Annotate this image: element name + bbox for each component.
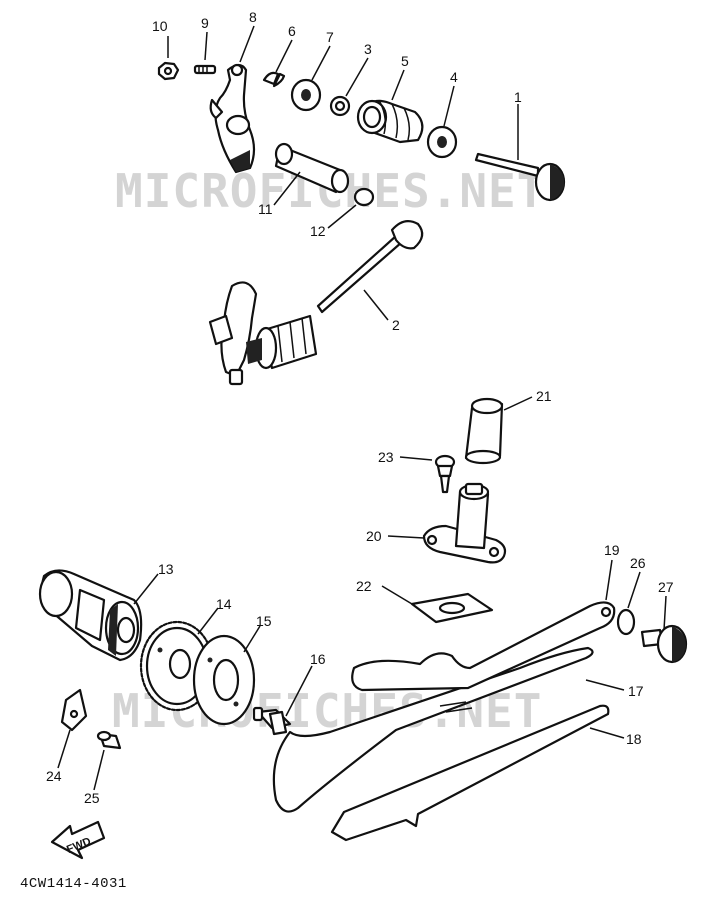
- part-22-gasket: [410, 592, 494, 624]
- callout-1: 1: [514, 89, 522, 105]
- callout-7: 7: [326, 29, 334, 45]
- callout-2: 2: [392, 317, 400, 333]
- callout-17: 17: [628, 683, 644, 699]
- part-24-lock-washer: [60, 688, 88, 732]
- part-16-bolt: [252, 706, 292, 736]
- callout-15: 15: [256, 613, 272, 629]
- part-26-o-ring: [616, 608, 636, 636]
- callout-21: 21: [536, 388, 552, 404]
- callout-23: 23: [378, 449, 394, 465]
- part-10-nut: [157, 61, 180, 81]
- part-27-guide-bolt: [640, 624, 688, 664]
- part-2-exhaust-valve: [316, 219, 424, 314]
- callout-13: 13: [158, 561, 174, 577]
- callout-20: 20: [366, 528, 382, 544]
- part-3-valve-stem-seal: [329, 95, 351, 117]
- part-4-spring-seat: [426, 125, 458, 159]
- fwd-arrow-icon: FWD: [50, 820, 106, 860]
- callout-12: 12: [310, 223, 326, 239]
- part-1-intake-valve: [474, 152, 566, 202]
- callout-19: 19: [604, 542, 620, 558]
- callout-27: 27: [658, 579, 674, 595]
- part-20-cam-chain-tensioner: [422, 482, 507, 564]
- part-7-valve-spring-retainer: [290, 78, 322, 112]
- callout-25: 25: [84, 790, 100, 806]
- part-11-rocker-arm-shaft: [274, 142, 350, 194]
- callout-26: 26: [630, 555, 646, 571]
- part-23-bolt: [434, 454, 456, 494]
- part-17-timing-chain: [272, 646, 594, 813]
- part-12-o-ring: [353, 187, 375, 207]
- part-13-camshaft: [38, 569, 143, 662]
- part-18-chain-guide-exhaust: [330, 704, 610, 842]
- part-21-tensioner-cap: [464, 397, 504, 465]
- part-25-screw: [96, 730, 122, 750]
- callout-10: 10: [152, 18, 168, 34]
- callout-4: 4: [450, 69, 458, 85]
- part-9-adjusting-screw: [193, 64, 217, 75]
- part-8-rocker-arm: [209, 63, 256, 174]
- leader-lines: [57, 25, 667, 791]
- part-5-valve-spring: [356, 99, 424, 144]
- part-19-chain-guide-intake: [351, 601, 616, 692]
- callout-22: 22: [356, 578, 372, 594]
- callout-18: 18: [626, 731, 642, 747]
- callout-3: 3: [364, 41, 372, 57]
- callout-5: 5: [401, 53, 409, 69]
- part-6-valve-cotter: [262, 71, 286, 88]
- callout-14: 14: [216, 596, 232, 612]
- callout-16: 16: [310, 651, 326, 667]
- exhaust-rocker-arm-assembly: [208, 281, 318, 386]
- diagram-reference-code: 4CW1414-4031: [20, 876, 127, 892]
- callout-24: 24: [46, 768, 62, 784]
- part-15-sprocket-plate: [192, 634, 256, 726]
- callout-labels: 10 9 8 6 7 3 5 4 1 11 12 2 21 23 20 22 1…: [46, 9, 674, 806]
- callout-8: 8: [249, 9, 257, 25]
- callout-11: 11: [258, 201, 273, 217]
- callout-9: 9: [201, 15, 209, 31]
- callout-6: 6: [288, 23, 296, 39]
